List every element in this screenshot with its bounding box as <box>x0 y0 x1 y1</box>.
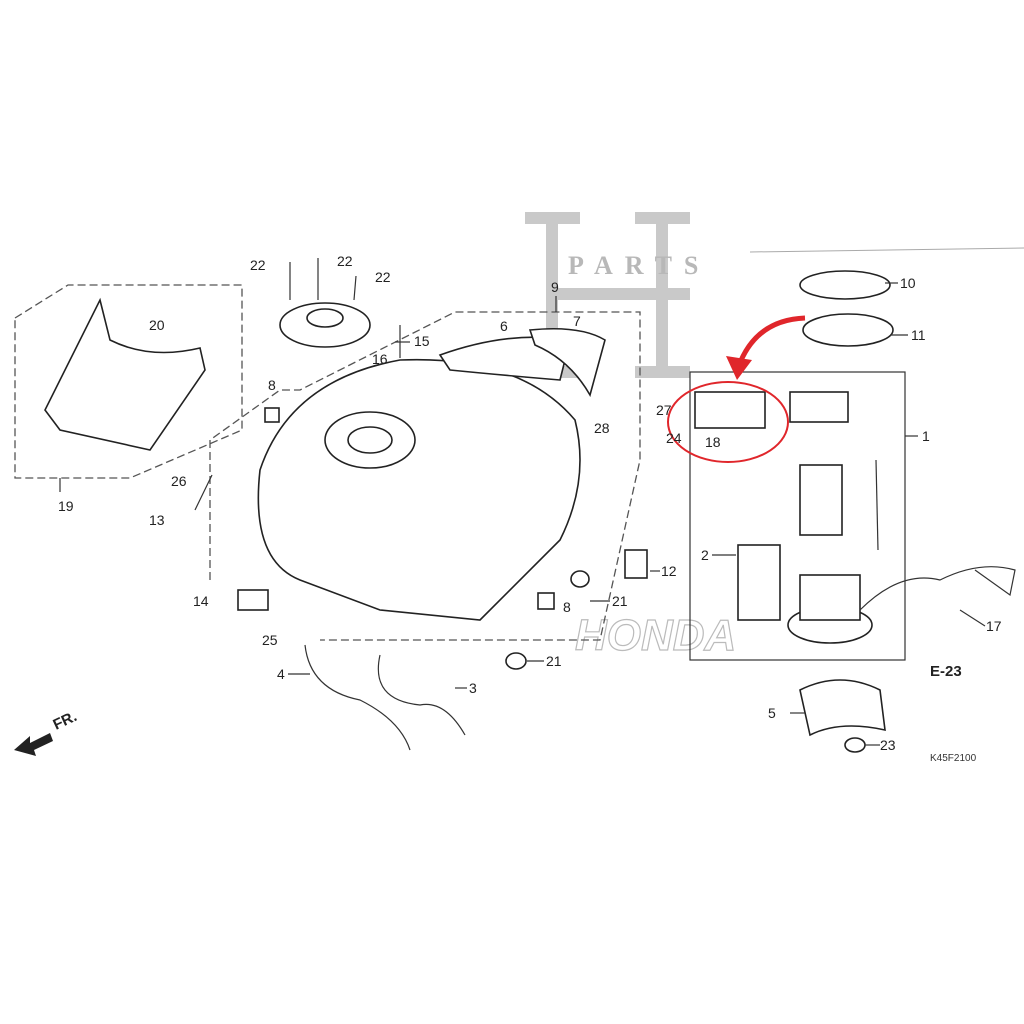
watermark-text: PARTS <box>568 251 710 280</box>
part-4-hose <box>304 644 411 751</box>
ref-label-e23: E-23 <box>930 663 962 680</box>
callout-14: 14 <box>193 593 209 609</box>
drawing-code: K45F2100 <box>930 753 977 764</box>
callout-2: 2 <box>701 547 709 563</box>
callout-28: 28 <box>594 420 610 436</box>
front-marker-text: FR. <box>51 708 80 734</box>
fuel-pump-box <box>689 371 906 661</box>
callout-3: 3 <box>469 680 477 696</box>
callout-11: 11 <box>911 327 926 343</box>
callout-22: 22 <box>250 257 266 273</box>
callout-24: 24 <box>666 430 682 446</box>
part-3-hose <box>377 654 466 736</box>
part-23-cap <box>844 737 866 753</box>
callout-20: 20 <box>149 317 165 333</box>
part-20-cover <box>44 297 206 451</box>
callout-17: 17 <box>986 618 1002 634</box>
callout-4: 4 <box>277 666 285 682</box>
callout-12: 12 <box>661 563 677 579</box>
highlight-circle <box>667 381 789 463</box>
callout-16: 16 <box>372 351 388 367</box>
callout-21: 21 <box>612 593 628 609</box>
callout-19: 19 <box>58 498 74 514</box>
callout-25: 25 <box>262 632 278 648</box>
part-14-bracket <box>237 589 269 611</box>
callout-18: 18 <box>705 434 721 450</box>
callout-1: 1 <box>922 428 930 444</box>
callout-26: 26 <box>171 473 187 489</box>
callout-15: 15 <box>414 333 430 349</box>
part-12-clip <box>624 549 648 579</box>
part-5-set-plate <box>799 679 886 737</box>
part-8-cushion-b <box>537 592 555 610</box>
part-18-regulator <box>694 391 766 429</box>
callout-22: 22 <box>375 269 391 285</box>
callout-13: 13 <box>149 512 165 528</box>
fuel-pump-motor <box>799 464 843 536</box>
part-21-grommet-b <box>505 652 527 670</box>
callout-8: 8 <box>563 599 571 615</box>
part-2-strainer <box>737 544 781 621</box>
callout-5: 5 <box>768 705 776 721</box>
callout-21: 21 <box>546 653 562 669</box>
honda-background-logo: HONDA <box>575 611 736 660</box>
callout-8: 8 <box>268 377 276 393</box>
part-11-packing <box>802 313 894 347</box>
callout-27: 27 <box>656 402 672 418</box>
callout-9: 9 <box>551 279 559 295</box>
part-7-trim <box>528 327 606 398</box>
callout-6: 6 <box>500 318 508 334</box>
part-21-grommet <box>570 570 590 588</box>
part-8-cushion <box>264 407 280 423</box>
front-arrow-icon: FR. <box>14 708 80 756</box>
part-28-fuel-tank <box>257 358 581 621</box>
callout-7: 7 <box>573 313 581 329</box>
part-10-ring <box>799 270 891 300</box>
part-17-hose <box>859 566 1016 611</box>
tank-box <box>209 311 641 641</box>
callouts: 22 22 22 20 15 16 9 6 7 10 11 1 8 27 24 … <box>58 253 1002 764</box>
callout-23: 23 <box>880 737 896 753</box>
callout-22: 22 <box>337 253 353 269</box>
cowl-box <box>14 284 243 479</box>
callout-10: 10 <box>900 275 916 291</box>
